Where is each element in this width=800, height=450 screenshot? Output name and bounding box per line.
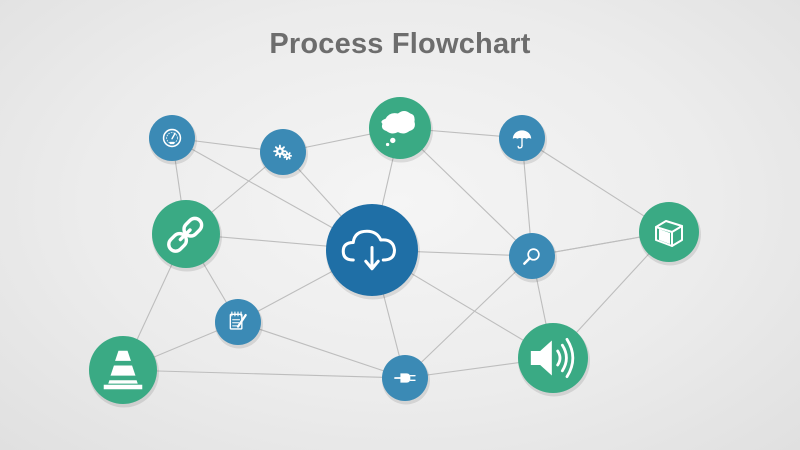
gauge-icon (162, 128, 182, 148)
chain-link-icon (167, 216, 204, 253)
node-layer (89, 97, 701, 408)
speaker-icon (530, 337, 575, 379)
edge-cone-plug (122, 369, 406, 379)
edge-search-plug (404, 255, 533, 379)
gears-icon (273, 144, 292, 161)
node-speaker (518, 323, 590, 397)
traffic-cone-icon (103, 350, 143, 390)
notepad-pencil-icon (229, 311, 247, 330)
cloud-download-icon (341, 229, 396, 271)
node-cloud (326, 204, 420, 300)
node-gears (260, 129, 308, 179)
node-search (509, 233, 557, 283)
node-umbrella (499, 115, 547, 165)
plug-icon (394, 373, 416, 383)
node-box (639, 202, 701, 266)
node-gauge (149, 115, 197, 165)
chat-bubble-icon (381, 110, 415, 147)
node-cone (89, 336, 159, 408)
page-title: Process Flowchart (269, 28, 531, 60)
node-notepad (215, 299, 263, 349)
node-chat (369, 97, 433, 163)
node-link (152, 200, 222, 272)
edge-notepad-plug (237, 321, 406, 379)
umbrella-icon (512, 130, 532, 149)
box-icon (655, 220, 683, 247)
magnifier-icon (523, 248, 540, 265)
node-plug (382, 355, 430, 405)
